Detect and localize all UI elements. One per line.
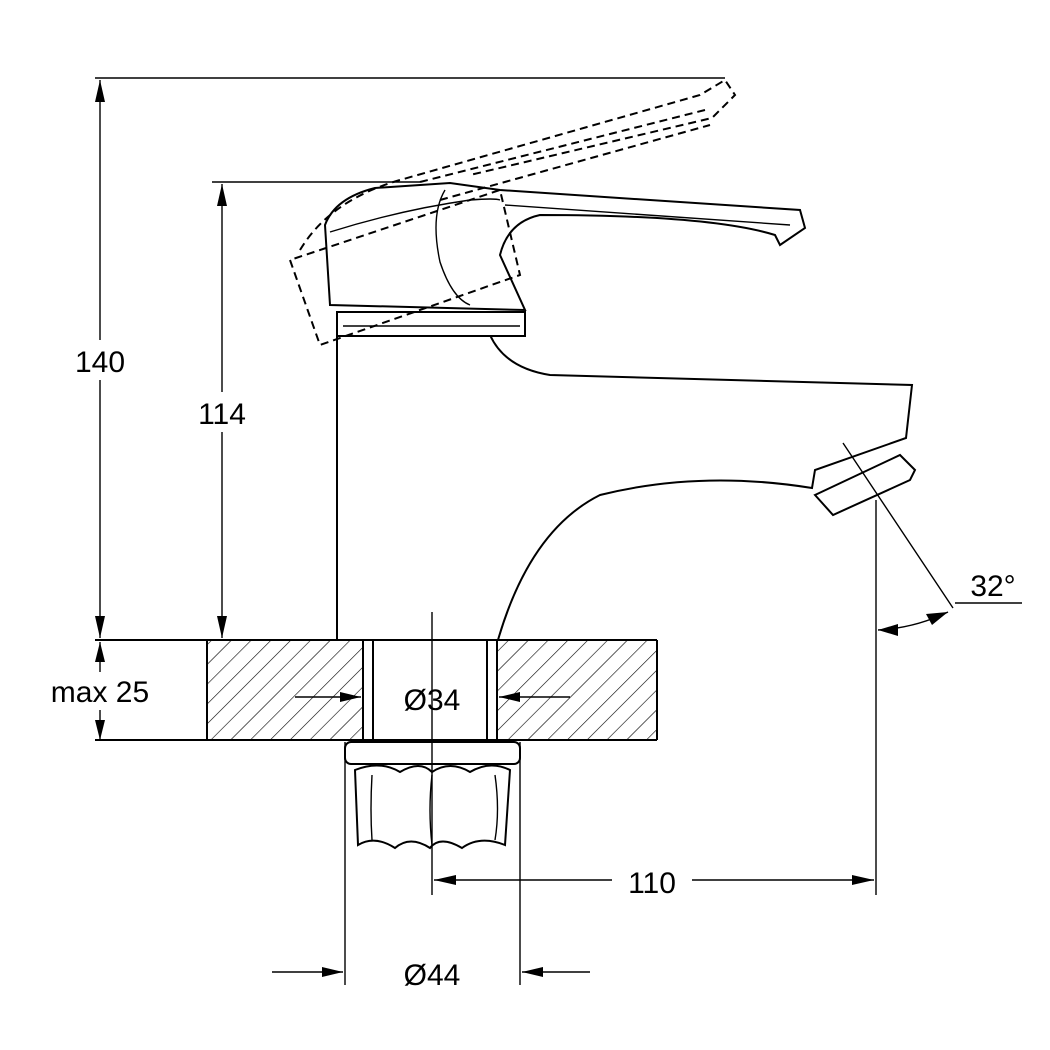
lever-handle [323,181,807,312]
dimension-label-114: 114 [198,398,246,431]
dimension-label-diameter-34: Ø34 [404,684,461,717]
dimension-label-140: 140 [75,346,125,379]
dimension-max-25: max 25 [34,642,170,740]
dimension-114: 114 [186,184,258,638]
dimension-label-angle-32: 32° [970,570,1015,603]
lever-open-position [288,78,737,347]
dimension-label-max-25: max 25 [51,676,149,709]
faucet-body [336,311,917,641]
dimension-diameter-34: Ø34 [295,684,570,717]
dimension-110: 110 [434,867,874,900]
countertop-section [95,639,658,741]
dimension-label-110: 110 [628,867,676,900]
dimension-label-diameter-44: Ø44 [404,959,461,992]
dimension-angle-32: 32° [877,570,1022,636]
dimension-140: 140 [64,80,136,638]
reference-lines [95,77,954,985]
dimension-diameter-44: Ø44 [272,959,590,992]
